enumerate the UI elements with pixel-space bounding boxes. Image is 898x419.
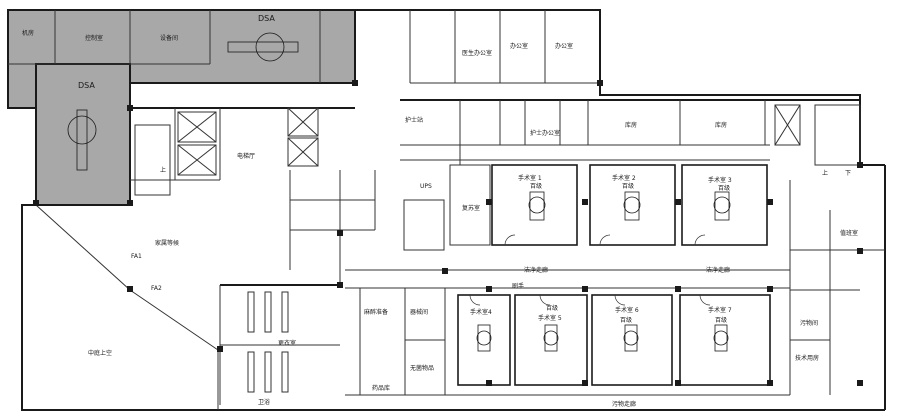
elevator-shaft-3 xyxy=(287,107,319,137)
label-waiting-hall: 家属等候 xyxy=(155,239,179,247)
label-or3-sub: 百级 xyxy=(718,184,730,192)
structural-columns xyxy=(33,80,863,386)
elevator-x-2b xyxy=(177,144,217,176)
dsa-label-left: DSA xyxy=(78,81,95,90)
dsa-gantry-top xyxy=(255,32,285,62)
label-or2: 手术室 2 xyxy=(612,174,636,182)
outer-wall-top-right xyxy=(355,9,885,166)
elevator-x-4b xyxy=(287,137,319,167)
courtyard-edge xyxy=(35,204,131,291)
label-or1: 手术室 1 xyxy=(518,174,542,182)
label-up-right: 上 xyxy=(822,169,828,177)
label-dirty-corridor: 污物走廊 xyxy=(612,400,636,408)
label-sterile-store: 无菌物品 xyxy=(410,364,434,372)
label-recovery: 复苏室 xyxy=(462,204,480,212)
label-or5: 手术室 5 xyxy=(538,314,562,322)
label-elevator-hall: 电梯厅 xyxy=(237,152,255,160)
label-or6-sub: 百级 xyxy=(620,316,632,324)
courtyard-edge-2 xyxy=(129,289,219,351)
label-changing-room: 更衣室 xyxy=(278,339,296,347)
door-swings xyxy=(469,234,711,306)
label-or7: 手术室 7 xyxy=(708,306,732,314)
label-nurse-office: 护士办公室 xyxy=(530,129,560,137)
label-or5-sub: 百级 xyxy=(546,304,558,312)
label-storage-2: 库房 xyxy=(715,121,727,129)
operating-room-7 xyxy=(679,294,771,386)
dsa-label-top: DSA xyxy=(258,14,275,23)
stair-right xyxy=(814,104,861,166)
locker-rows xyxy=(247,291,289,393)
elevator-shaft-4 xyxy=(287,137,319,167)
elevator-shaft-1 xyxy=(177,111,217,143)
label-office-1: 办公室 xyxy=(510,42,528,50)
stair-left xyxy=(134,124,171,196)
operating-room-5 xyxy=(514,294,588,386)
elevator-x-1b xyxy=(177,111,217,143)
label-or7-sub: 百级 xyxy=(715,316,727,324)
label-fa2: FA2 xyxy=(151,285,162,292)
label-anesthesia: 麻醉准备 xyxy=(364,308,388,316)
label-control-room: 控制室 xyxy=(85,34,103,42)
label-instrument: 器械间 xyxy=(410,308,428,316)
dsa-table-top xyxy=(227,41,299,53)
stair-center xyxy=(403,199,445,251)
outer-wall-left xyxy=(21,204,218,411)
elevator-shaft-2 xyxy=(177,144,217,176)
label-pharmacy: 药品库 xyxy=(372,384,390,392)
label-or4: 手术室4 xyxy=(470,308,492,316)
label-nurse-station: 护士站 xyxy=(405,116,423,124)
label-or6: 手术室 6 xyxy=(615,306,639,314)
label-dressing: 卫浴 xyxy=(258,398,270,406)
label-clean-corridor: 洁净走廊 xyxy=(706,266,730,274)
label-equipment-room: 设备间 xyxy=(160,34,178,42)
label-dirty-room: 污物间 xyxy=(800,319,818,327)
label-machine-room: 机房 xyxy=(22,29,34,37)
label-ups: UPS xyxy=(420,183,432,190)
label-sterile-corridor: 洁净走廊 xyxy=(524,266,548,274)
label-or2-sub: 百级 xyxy=(622,182,634,190)
elevator-x-5b xyxy=(774,104,801,146)
elevator-shaft-5 xyxy=(774,104,801,146)
dsa-table-left xyxy=(76,109,88,171)
label-or3: 手术室 3 xyxy=(708,176,732,184)
elevator-x-3b xyxy=(287,107,319,137)
operating-room-4 xyxy=(457,294,511,386)
or-equipment xyxy=(476,191,731,352)
label-fa1: FA1 xyxy=(131,253,142,260)
label-or1-sub: 百级 xyxy=(530,182,542,190)
label-tech-room: 技术用房 xyxy=(795,354,819,362)
label-duty: 值班室 xyxy=(840,229,858,237)
label-up-left: 上 xyxy=(160,166,166,174)
dsa-gantry-left xyxy=(67,115,97,145)
label-doctor-office: 医生办公室 xyxy=(462,49,492,57)
label-storage-1: 库房 xyxy=(625,121,637,129)
label-down-right: 下 xyxy=(845,170,851,177)
label-hand-wash: 刷手 xyxy=(512,282,524,290)
label-courtyard: 中庭上空 xyxy=(88,349,112,357)
label-office-2: 办公室 xyxy=(555,42,573,50)
operating-room-6 xyxy=(591,294,673,386)
